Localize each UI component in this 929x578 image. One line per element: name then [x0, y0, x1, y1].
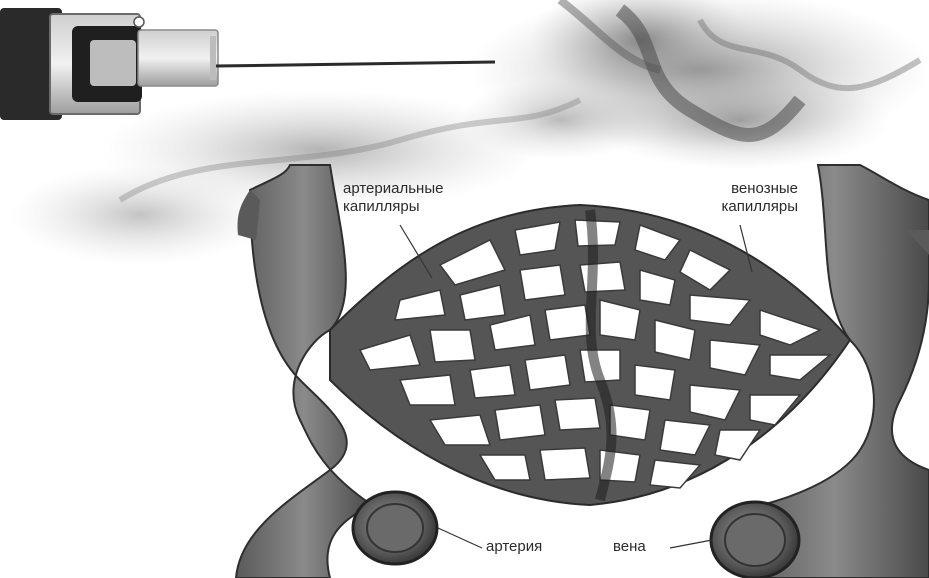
arterial-capillaries-label-line1: артериальные	[343, 180, 443, 198]
venous-capillaries-label-line2: капилляры	[688, 198, 798, 216]
arterial-capillaries-label-line2: капилляры	[343, 198, 443, 216]
capillary-bed	[330, 205, 850, 505]
venous-capillaries-label-line1: венозные	[688, 180, 798, 198]
venous-capillaries-label: венозные капилляры	[688, 180, 798, 216]
vein-tube-icon	[711, 502, 799, 578]
artery-tube-icon	[353, 492, 437, 564]
artery-label: артерия	[486, 538, 542, 556]
arterial-capillaries-label: артериальные капилляры	[343, 180, 443, 216]
vein-label: вена	[613, 538, 646, 556]
